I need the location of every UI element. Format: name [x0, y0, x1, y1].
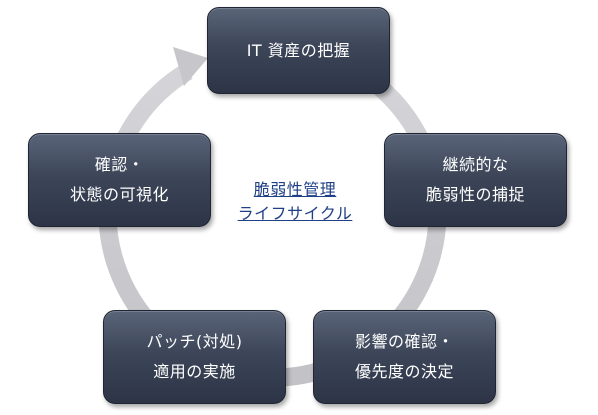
center-title-line-2: ライフサイクル [237, 204, 353, 223]
stage-5-line-1: 確認・ [94, 155, 145, 174]
stage-impact-priority: 影響の確認・ 優先度の決定 [313, 310, 496, 404]
center-title: 脆弱性管理 ライフサイクル [220, 178, 370, 226]
stage-4-line-1: パッチ(対処) [146, 332, 243, 351]
stage-5-line-2: 状態の可視化 [69, 185, 169, 204]
stage-verify-visualize: 確認・ 状態の可視化 [28, 133, 211, 227]
stage-3-line-1: 影響の確認・ [354, 332, 454, 351]
stage-3-line-2: 優先度の決定 [354, 362, 454, 381]
center-title-line-1: 脆弱性管理 [253, 180, 337, 199]
stage-2-line-1: 継続的な [442, 155, 509, 174]
stage-vulnerability-capture: 継続的な 脆弱性の捕捉 [384, 133, 567, 227]
stage-patch-apply: パッチ(対処) 適用の実施 [103, 310, 286, 404]
stage-4-line-2: 適用の実施 [153, 362, 236, 381]
stage-asset-inventory: IT 資産の把握 [207, 7, 390, 94]
stage-2-line-2: 脆弱性の捕捉 [425, 185, 525, 204]
cycle-arrow-head [173, 47, 208, 86]
stage-1-line-1: IT 資産の把握 [246, 40, 351, 60]
